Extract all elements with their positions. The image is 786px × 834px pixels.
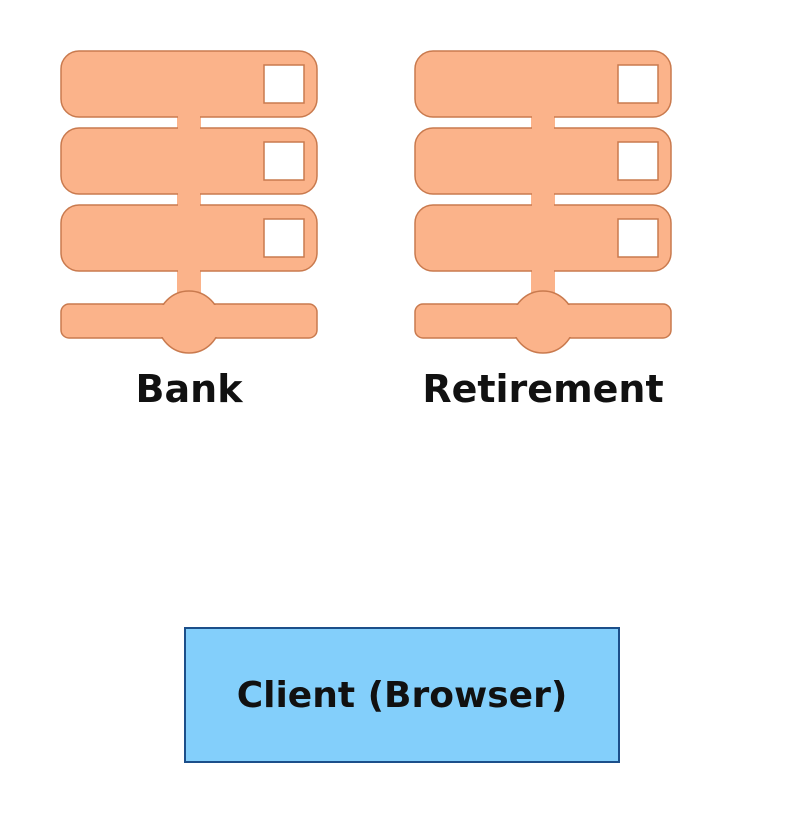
server-rack-icon: [414, 50, 672, 354]
slot-square: [263, 218, 305, 258]
slot-square: [263, 141, 305, 181]
slot-square: [617, 218, 659, 258]
bank-label: Bank: [135, 367, 243, 411]
slot-square: [263, 64, 305, 104]
retirement-server: [414, 50, 672, 356]
retirement-label: Retirement: [422, 367, 664, 411]
bank-server: [60, 50, 318, 356]
slot-square: [617, 64, 659, 104]
client-label: Client (Browser): [236, 674, 568, 716]
server-rack-icon: [60, 50, 318, 354]
slot-square: [617, 141, 659, 181]
client-browser-box: Client (Browser): [184, 627, 620, 763]
